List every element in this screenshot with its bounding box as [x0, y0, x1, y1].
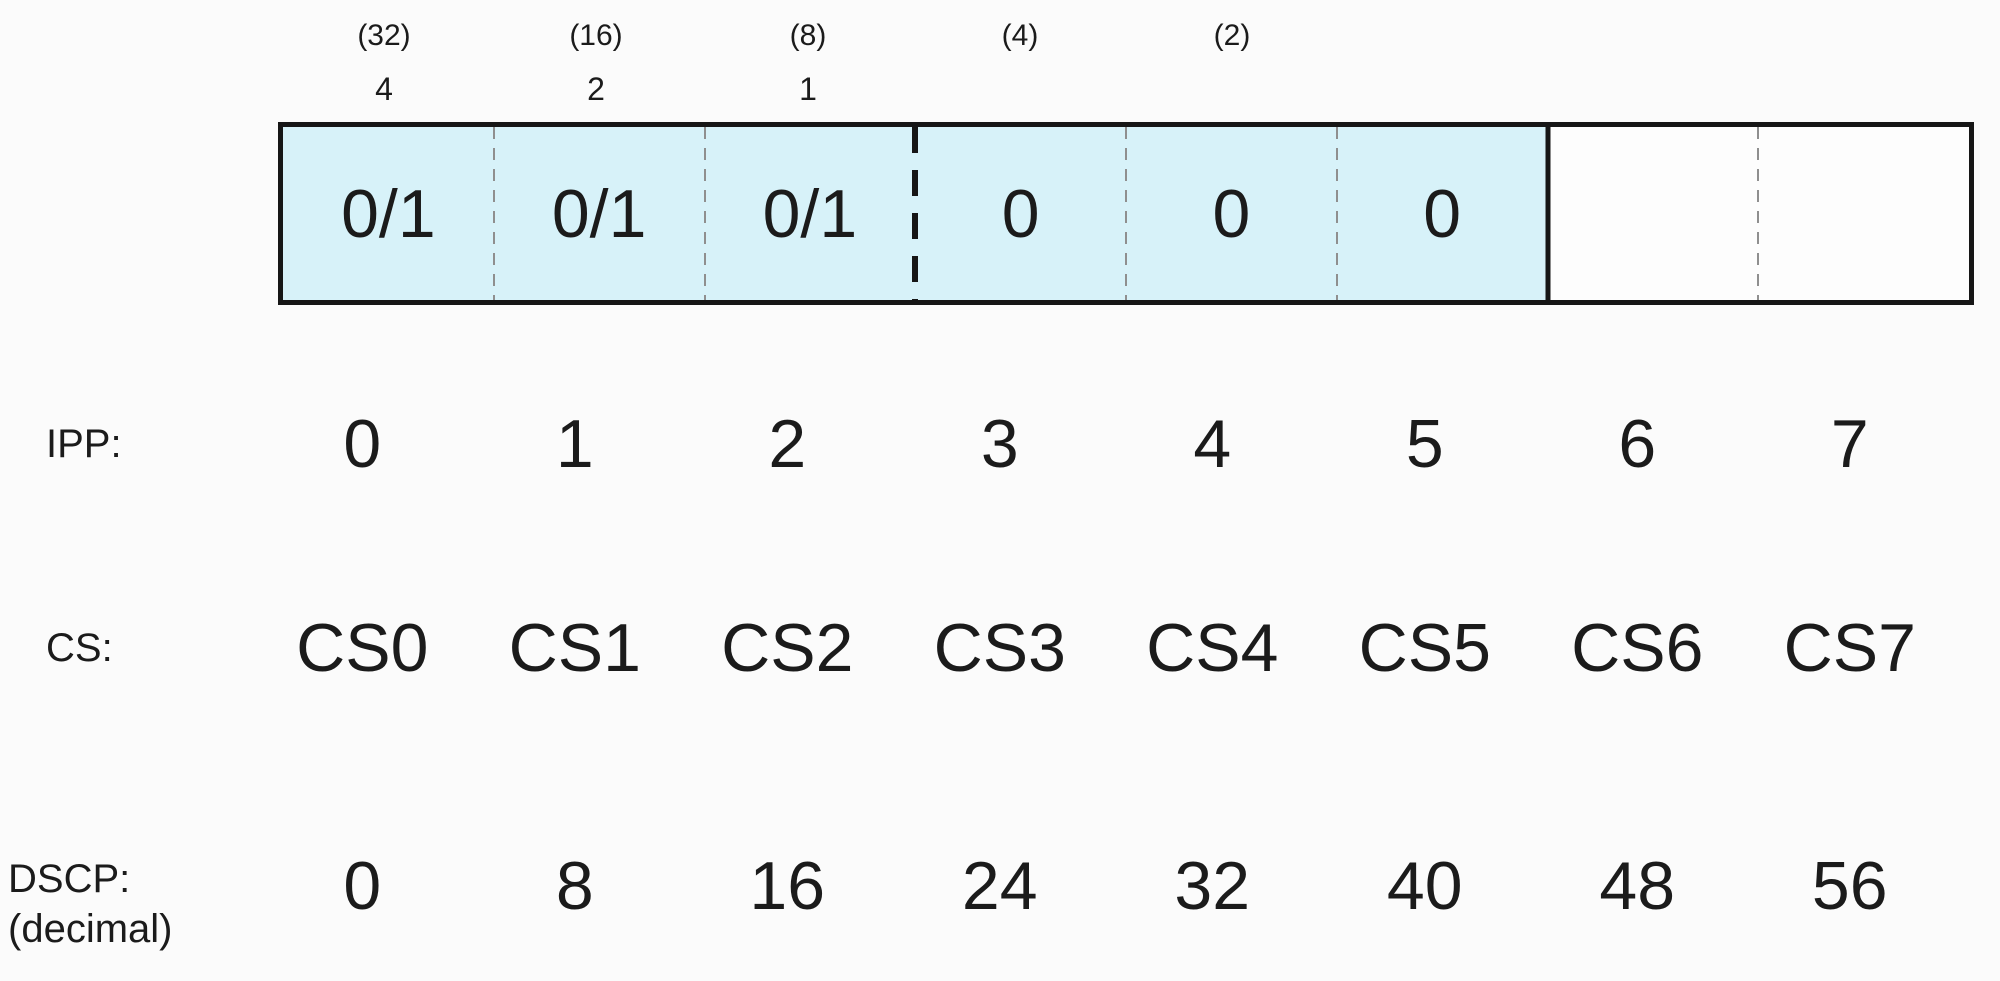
dscp-value: 8: [555, 848, 594, 924]
dscp-value: 32: [1174, 848, 1251, 924]
dscp-weight-label: (8): [789, 19, 827, 52]
ipp-weight-label-empty: [1126, 66, 1338, 112]
ipp-value: 3: [980, 406, 1019, 482]
bit-divider-dashed: [703, 127, 706, 300]
dscp-value: 0: [343, 848, 382, 924]
ipp-value: 6: [1618, 406, 1657, 482]
ipp-value: 1: [555, 406, 594, 482]
cs-values-row: CS0 CS1 CS2 CS3 CS4 CS5 CS6 CS7: [256, 600, 1956, 696]
dscp-unused-boundary-divider: [1545, 127, 1550, 300]
ipp-weight-label-empty: [1762, 66, 1974, 112]
bit-cell: 0: [1336, 127, 1548, 300]
bit-cell: 0: [1126, 127, 1337, 300]
ipp-value: 7: [1830, 406, 1869, 482]
ipp-value: 0: [343, 406, 382, 482]
dscp-weight-label: (16): [569, 19, 623, 52]
ipp-value: 2: [768, 406, 807, 482]
bit-cell: 0/1: [704, 127, 916, 300]
bit-cell: 0: [915, 127, 1126, 300]
bit-cell-unused: [1548, 127, 1759, 300]
dscp-row-label-line2: (decimal): [8, 907, 173, 951]
ipp-weight-label-empty: [914, 66, 1126, 112]
ipp-dscp-boundary-divider: [912, 127, 919, 300]
cs-row-label: CS:: [46, 625, 113, 670]
ipp-weight-labels-row: 4 2 1: [278, 66, 1974, 112]
dscp-value: 56: [1811, 848, 1888, 924]
dscp-value: 40: [1386, 848, 1463, 924]
ipp-weight-label: 4: [375, 70, 393, 107]
bit-divider-dashed: [1757, 127, 1760, 300]
bit-divider-dashed: [1125, 127, 1127, 300]
dscp-weight-label-empty: [1550, 14, 1762, 58]
dscp-value: 48: [1599, 848, 1676, 924]
dscp-row-label-line1: DSCP:: [8, 857, 131, 901]
bit-cell: 0/1: [493, 127, 705, 300]
dscp-value: 16: [749, 848, 826, 924]
ipp-value: 5: [1405, 406, 1444, 482]
cs-value: CS2: [721, 610, 854, 686]
dscp-weight-label: (4): [1001, 19, 1039, 52]
dscp-weight-label: (32): [357, 19, 411, 52]
dscp-weight-label-empty: [1762, 14, 1974, 58]
dscp-row-label: DSCP: (decimal): [8, 854, 172, 954]
bit-divider-dashed: [1335, 127, 1338, 300]
cs-value: CS5: [1358, 610, 1491, 686]
cs-value: CS6: [1571, 610, 1704, 686]
bit-cell-unused: [1758, 127, 1969, 300]
ipp-row-label: IPP:: [46, 421, 122, 466]
dscp-weight-label-empty: [1338, 14, 1550, 58]
cs-value: CS7: [1783, 610, 1916, 686]
bit-divider-dashed: [492, 127, 495, 300]
ipp-value: 4: [1193, 406, 1232, 482]
dscp-values-row: 0 8 16 24 32 40 48 56: [256, 838, 1956, 934]
cs-value: CS0: [296, 610, 429, 686]
dscp-value: 24: [961, 848, 1038, 924]
ipp-weight-label-empty: [1550, 66, 1762, 112]
cs-value: CS3: [933, 610, 1066, 686]
dscp-weight-labels-row: (32) (16) (8) (4) (2): [278, 14, 1974, 58]
ipp-weight-label: 1: [799, 70, 817, 107]
dscp-weight-label: (2): [1213, 19, 1251, 52]
ipp-weight-label: 2: [587, 70, 605, 107]
cs-value: CS4: [1146, 610, 1279, 686]
ipp-weight-label-empty: [1338, 66, 1550, 112]
tos-byte-bit-field: 0/1 0/1 0/1 0 0 0: [278, 122, 1974, 305]
cs-value: CS1: [508, 610, 641, 686]
bit-cell: 0/1: [283, 127, 494, 300]
ipp-values-row: 0 1 2 3 4 5 6 7: [256, 396, 1956, 492]
